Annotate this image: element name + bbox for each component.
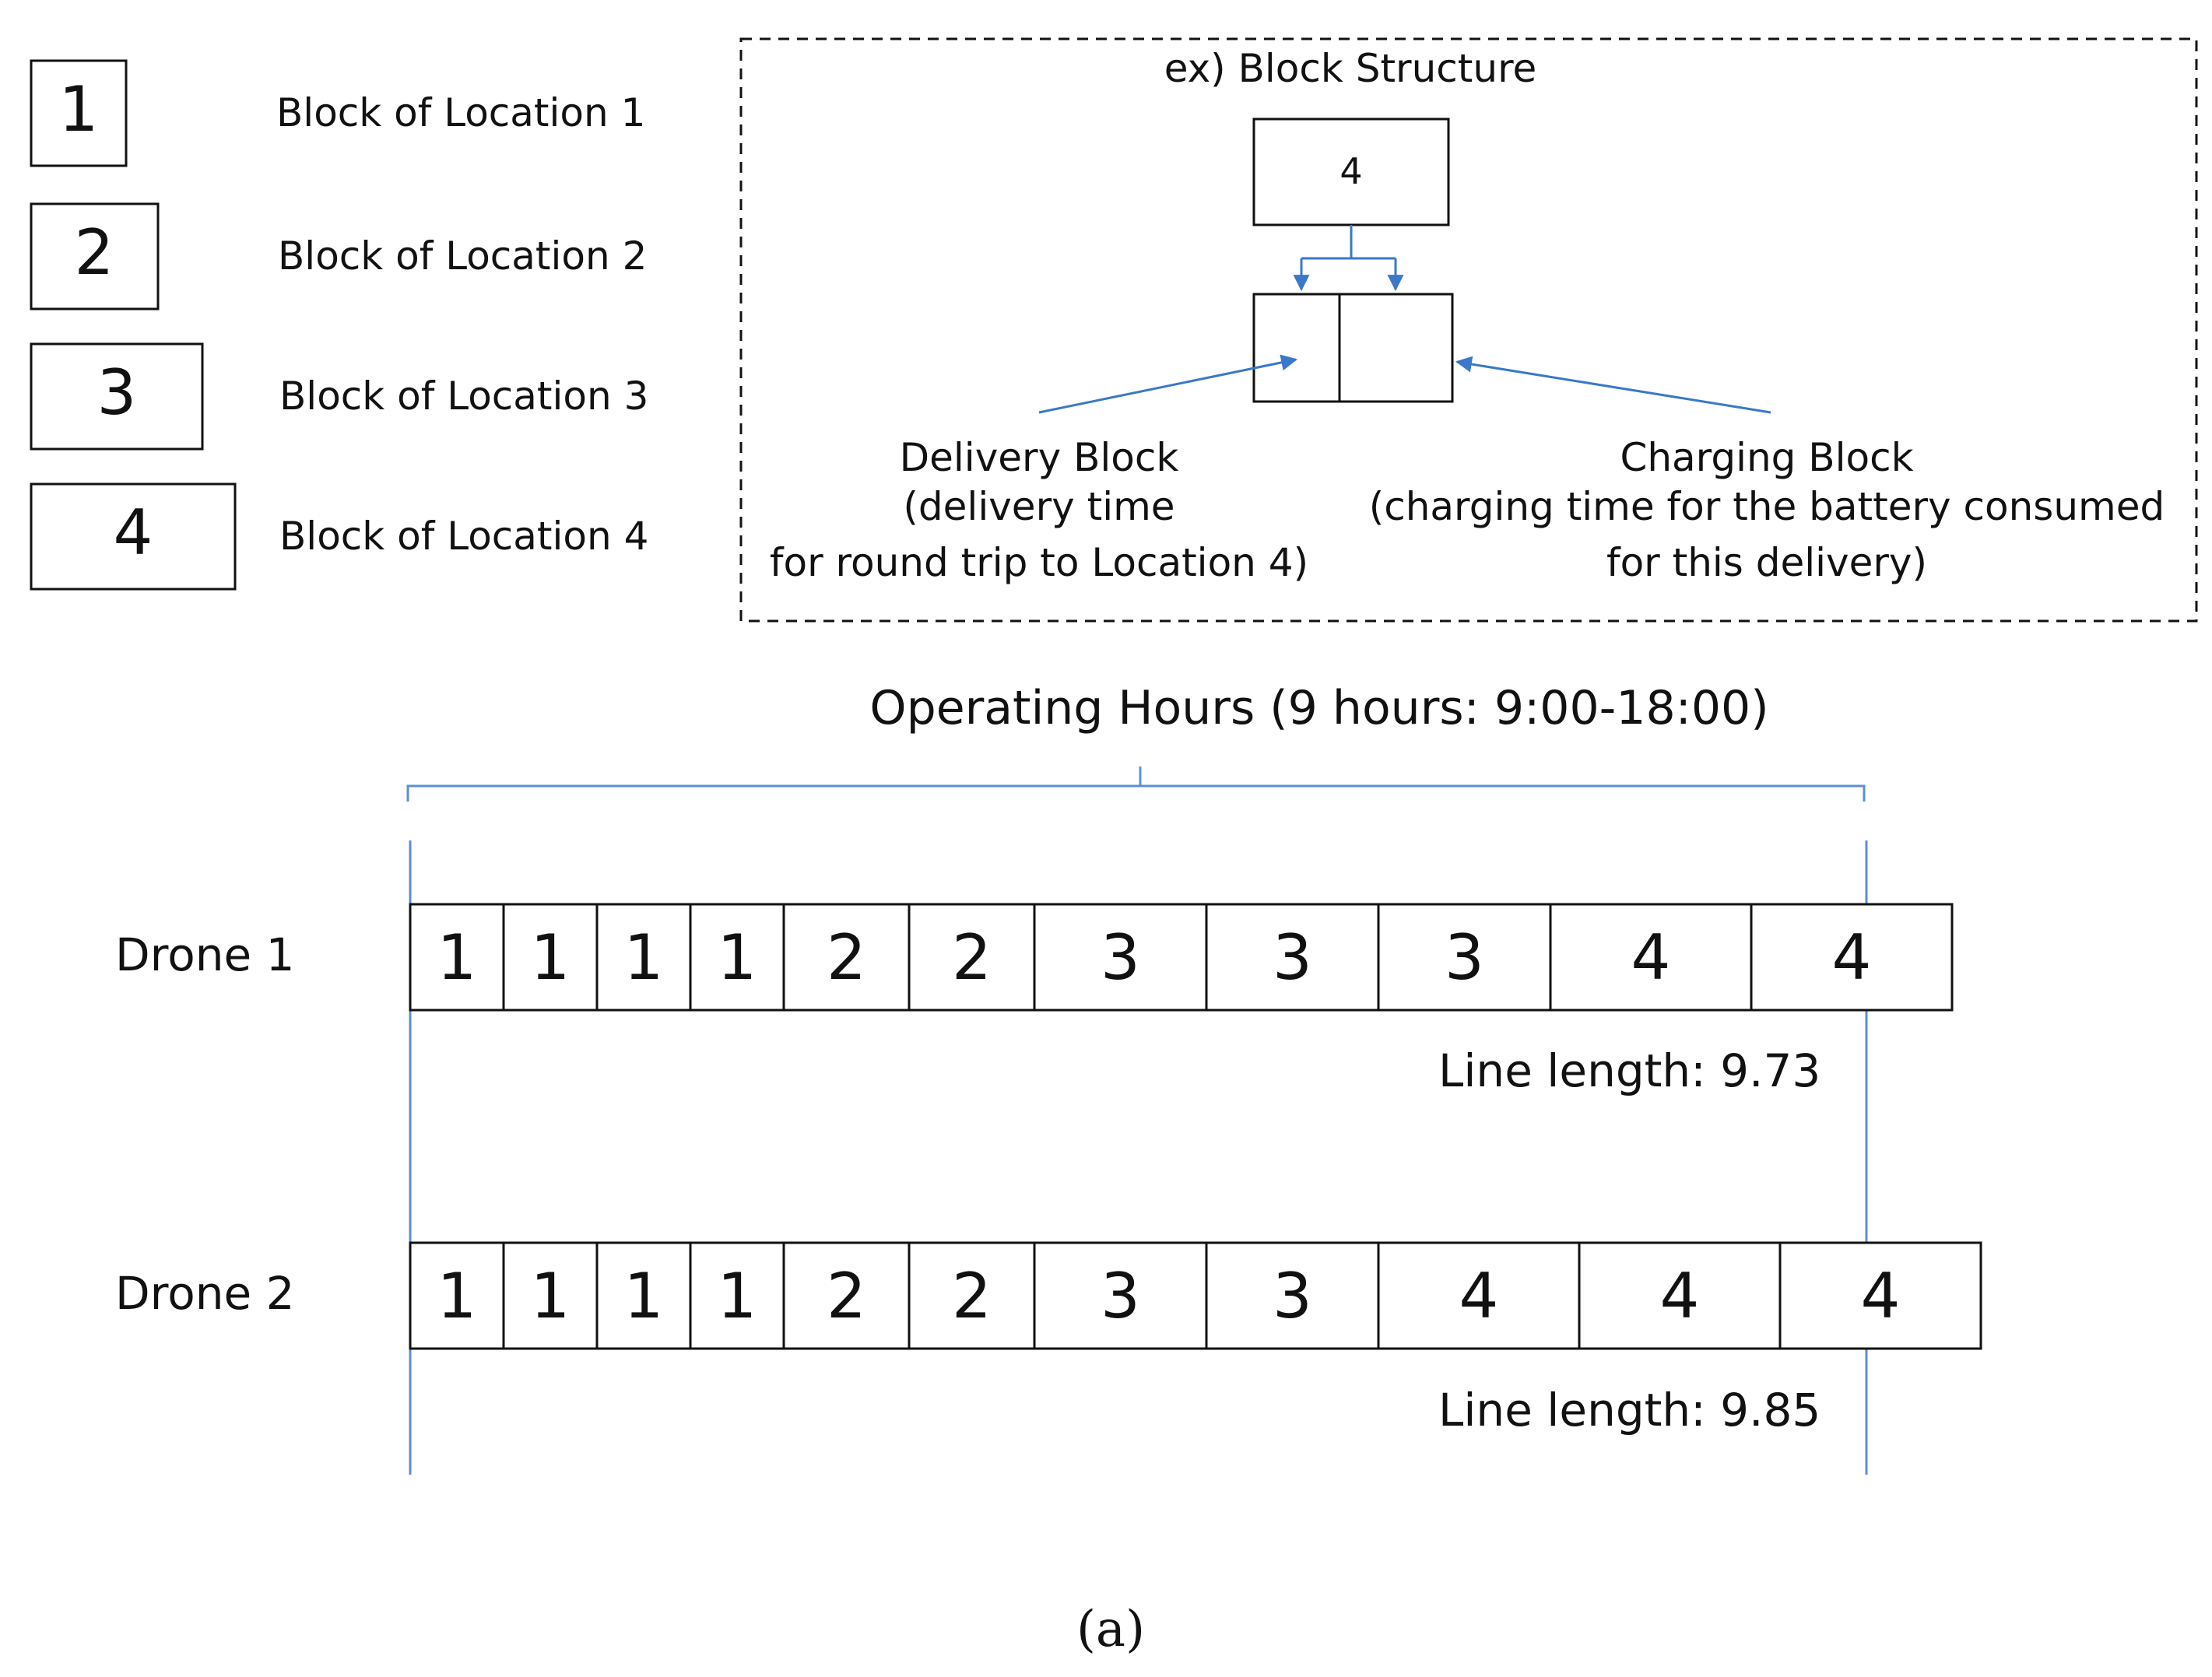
- legend-number-1: 1: [59, 73, 99, 146]
- drone-2-block-7-label: 3: [1101, 1260, 1140, 1332]
- legend-item-2: 2 Block of Location 2: [30, 202, 647, 310]
- drone-1-block-6-label: 2: [952, 921, 992, 994]
- drone-2-block-10: [1578, 1241, 1782, 1350]
- legend-box-3: [30, 342, 204, 451]
- legend-label-1: Block of Location 1: [276, 90, 645, 135]
- example-block-number: 4: [1339, 150, 1362, 192]
- drone-2-block-5-label: 2: [827, 1260, 866, 1332]
- drone-2-block-8-label: 3: [1273, 1260, 1312, 1332]
- example-delivery-block: [1252, 293, 1341, 403]
- legend-item-4: 4 Block of Location 4: [30, 482, 648, 591]
- legend-item-1: 1 Block of Location 1: [30, 59, 645, 167]
- drone-1-block-10-label: 4: [1631, 921, 1671, 994]
- drone-1-block-1-label: 1: [437, 921, 477, 994]
- example-title: ex) Block Structure: [1164, 46, 1537, 91]
- operating-hours-brace: [406, 767, 1866, 802]
- legend-box-4: [30, 482, 237, 591]
- drone-1-block-3-label: 1: [624, 921, 664, 994]
- drone-1-block-7-label: 3: [1101, 921, 1140, 994]
- drone-2-block-6: [908, 1241, 1036, 1350]
- drone-2-block-11: [1778, 1241, 1982, 1350]
- legend-label-2: Block of Location 2: [278, 233, 647, 279]
- delivery-label-line3: for round trip to Location 4): [770, 540, 1308, 585]
- drone-1-block-11: [1750, 903, 1954, 1012]
- drone-2-block-10-label: 4: [1660, 1260, 1700, 1332]
- drone-1-block-1: [409, 903, 505, 1012]
- legend-number-4: 4: [114, 496, 153, 569]
- drone-1-block-6: [908, 903, 1036, 1012]
- drone-1-block-9: [1377, 903, 1552, 1012]
- legend-number-3: 3: [97, 356, 137, 429]
- delivery-pointer-arrow: [1038, 354, 1298, 414]
- drone-1-label: Drone 1: [115, 928, 295, 981]
- drone-2-block-2: [502, 1241, 599, 1350]
- charging-label-line2: (charging time for the battery consumed: [1369, 484, 2165, 529]
- drone-1-block-10: [1549, 903, 1753, 1012]
- drone-1-block-2-label: 1: [531, 921, 571, 994]
- drone-2-line-length: Line length: 9.85: [1438, 1384, 1821, 1437]
- drone-1-block-4-label: 1: [718, 921, 757, 994]
- drone-1-block-8-label: 3: [1273, 921, 1312, 994]
- charging-label-line3: for this delivery): [1606, 540, 1927, 585]
- drone-1-block-8: [1205, 903, 1380, 1012]
- drone-1-block-5: [782, 903, 911, 1012]
- legend-box-2: [30, 202, 160, 310]
- drone-1-block-2: [502, 903, 599, 1012]
- drone-2-block-9-label: 4: [1459, 1260, 1499, 1332]
- drone-2-block-1-label: 1: [437, 1260, 477, 1332]
- drone-1-block-9-label: 3: [1445, 921, 1484, 994]
- charging-label-title: Charging Block: [1620, 435, 1913, 480]
- legend-label-4: Block of Location 4: [279, 514, 648, 559]
- drone-2-block-2-label: 1: [531, 1260, 571, 1332]
- drone-2-block-4-label: 1: [718, 1260, 757, 1332]
- legend-item-3: 3 Block of Location 3: [30, 342, 648, 451]
- drone-1-block-11-label: 4: [1832, 921, 1872, 994]
- example-panel: ex) Block Structure 4 Delivery Block (de…: [739, 37, 2198, 623]
- drone-1-line-length: Line length: 9.73: [1438, 1044, 1821, 1097]
- drone-2-label: Drone 2: [115, 1267, 295, 1320]
- drone-2-block-5: [782, 1241, 911, 1350]
- operating-hours-label: Operating Hours (9 hours: 9:00-18:00): [869, 681, 1768, 735]
- example-charging-block: [1338, 293, 1454, 403]
- charging-pointer-arrow: [1455, 356, 1771, 414]
- drone-1-block-5-label: 2: [827, 921, 866, 994]
- drone-2-block-1: [409, 1241, 505, 1350]
- delivery-label-title: Delivery Block: [900, 435, 1179, 480]
- example-panel-border: [739, 37, 2198, 623]
- drone-1-block-7: [1033, 903, 1208, 1012]
- drone-2-block-3-label: 1: [624, 1260, 664, 1332]
- figure-caption: (a): [1076, 1601, 1145, 1658]
- operating-hours: Operating Hours (9 hours: 9:00-18:00): [406, 681, 1868, 1475]
- legend-box-1: [30, 59, 128, 167]
- legend-number-2: 2: [75, 216, 114, 289]
- drone-1-block-4: [689, 903, 785, 1012]
- legend: 1 Block of Location 1 2 Block of Locatio…: [30, 59, 648, 591]
- drone-2-block-6-label: 2: [952, 1260, 992, 1332]
- legend-label-3: Block of Location 3: [279, 374, 648, 419]
- drone-2-block-8: [1205, 1241, 1380, 1350]
- delivery-label-line2: (delivery time: [903, 484, 1174, 529]
- drone-2-block-4: [689, 1241, 785, 1350]
- drone-2-block-11-label: 4: [1861, 1260, 1901, 1332]
